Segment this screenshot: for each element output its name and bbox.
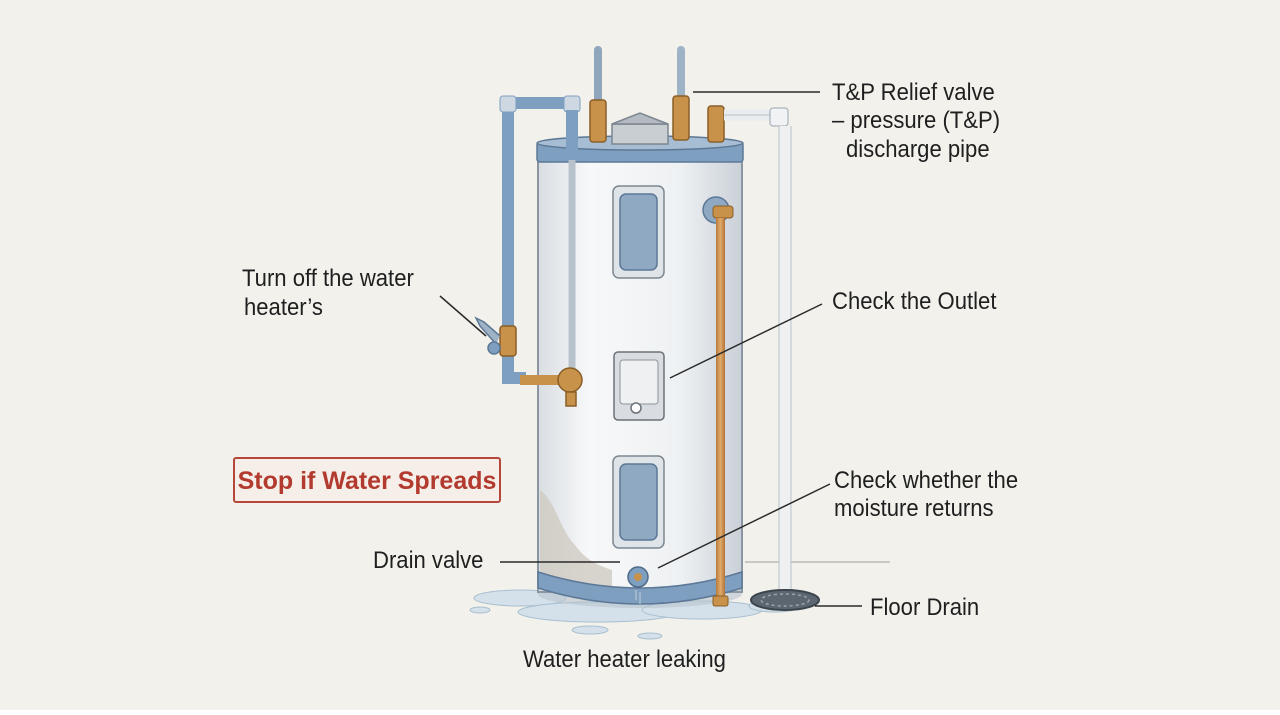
check-outlet-label: Check the Outlet <box>832 288 997 315</box>
floor-drain-label: Floor Drain <box>870 594 980 621</box>
leader-lines <box>439 91 862 607</box>
rust-stain <box>540 490 612 590</box>
warning-box: Stop if Water Spreads <box>233 457 501 503</box>
warning-text: Stop if Water Spreads <box>237 467 497 495</box>
flue-vent <box>611 112 669 145</box>
drain-valve <box>627 566 649 604</box>
upper-access-panel <box>612 185 665 279</box>
shutoff-valve <box>474 316 517 357</box>
thermostat-panel <box>613 351 665 421</box>
moisture-label-line1: Check whether the <box>834 467 1019 494</box>
cold-water-pipe <box>499 46 602 384</box>
tp-relief-valve <box>707 105 792 598</box>
tp-valve-label-line2: – pressure (T&P) <box>832 107 1001 134</box>
copper-pipe <box>702 196 734 607</box>
moisture-label-line2: moisture returns <box>834 495 994 522</box>
tp-valve-label-line3: discharge pipe <box>846 136 990 163</box>
lower-access-panel <box>612 455 665 549</box>
hot-water-pipe <box>589 46 690 143</box>
tp-valve-label-line1: T&P Relief valve <box>832 79 995 106</box>
turn-off-label-line2: heater’s <box>244 294 323 321</box>
turn-off-label-line1: Turn off the water <box>242 265 414 292</box>
inlet-fitting <box>520 367 583 407</box>
drain-valve-label: Drain valve <box>373 547 484 574</box>
diagram-caption: Water heater leaking <box>523 646 726 673</box>
bottom-strip <box>0 710 1280 715</box>
floor-drain <box>750 589 820 611</box>
